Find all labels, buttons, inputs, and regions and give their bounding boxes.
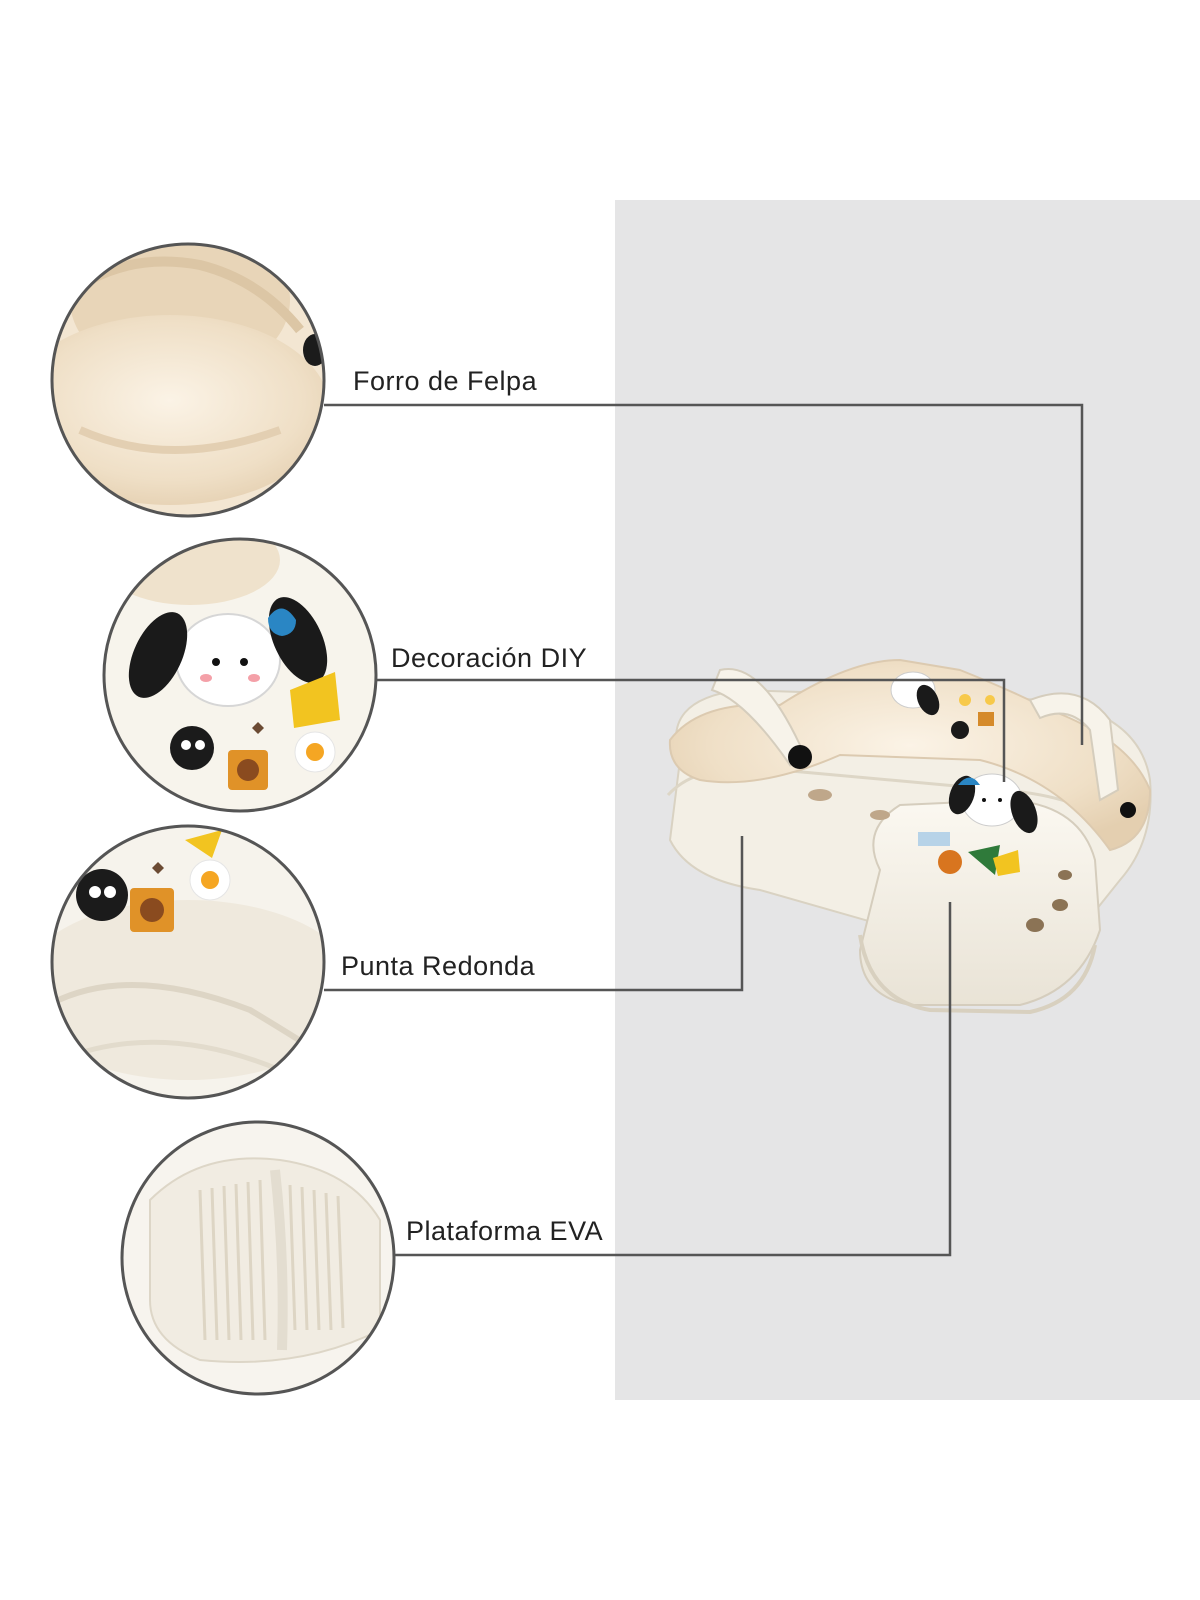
round-toe-detail-circle <box>50 824 326 1100</box>
leader-line-platform <box>394 902 952 1257</box>
feature-label-round-toe: Punta Redonda <box>341 951 536 981</box>
leader-line-plush <box>324 403 1084 745</box>
feature-label-plush-lining: Forro de Felpa <box>353 366 538 396</box>
leader-line-toe <box>324 836 744 992</box>
clog-product-image <box>666 658 1152 1015</box>
feature-label-eva-platform: Plataforma EVA <box>406 1216 604 1246</box>
feature-label-diy-decoration: Decoración DIY <box>391 643 588 673</box>
leader-line-diy <box>376 678 1006 782</box>
plush-lining-detail-circle <box>50 242 326 518</box>
diy-decoration-detail-circle <box>102 537 378 813</box>
eva-platform-detail-circle <box>120 1120 396 1396</box>
leader-lines <box>324 403 1084 1257</box>
